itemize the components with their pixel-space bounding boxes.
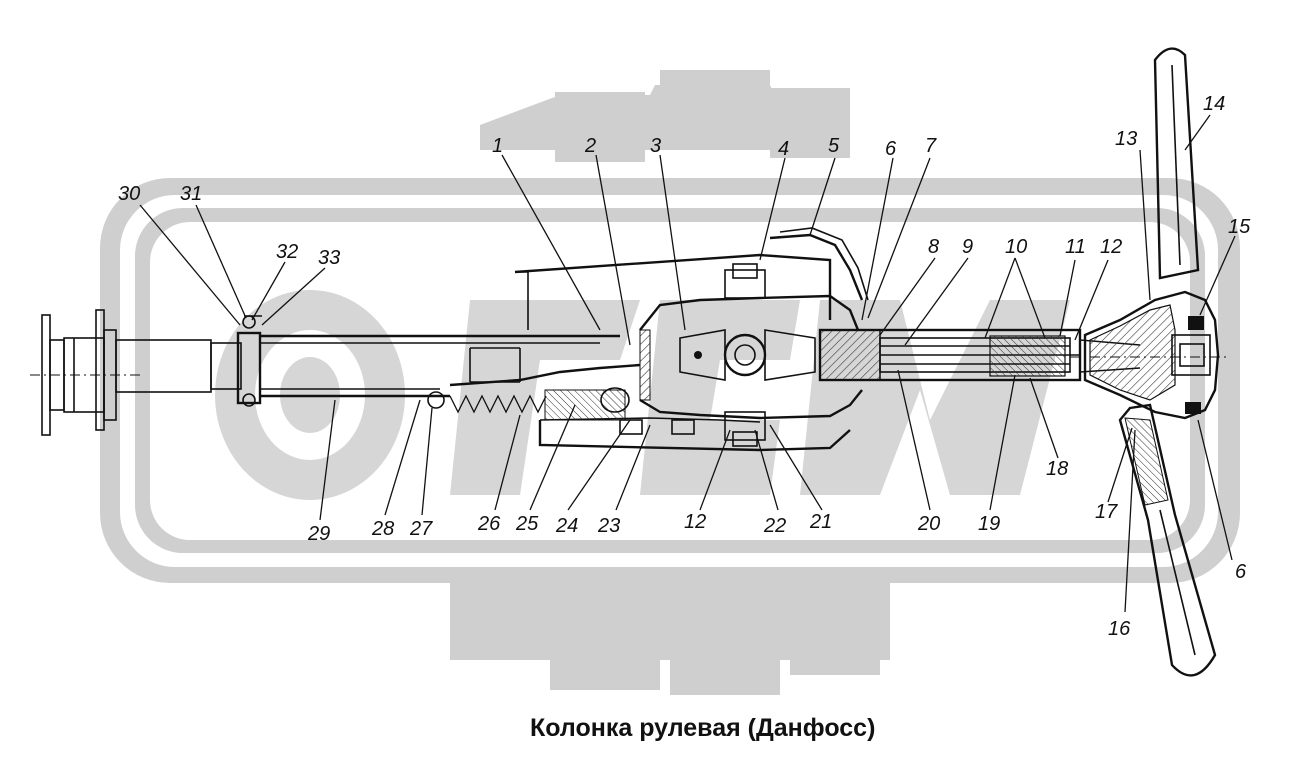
label-part-10: 10: [1005, 236, 1027, 258]
label-part-26: 26: [477, 513, 501, 535]
label-part-20: 20: [917, 513, 940, 535]
label-part-24: 24: [555, 515, 578, 537]
label-part-32: 32: [276, 241, 298, 263]
label-part-4: 4: [778, 138, 789, 160]
label-part-29: 29: [307, 523, 330, 545]
label-part-25: 25: [515, 513, 539, 535]
column-tube: [260, 334, 620, 398]
label-part-6-top: 6: [885, 138, 897, 160]
watermark-logo: [100, 70, 1240, 695]
label-part-19: 19: [978, 513, 1000, 535]
label-part-9: 9: [962, 236, 973, 258]
lower-shaft: [115, 315, 262, 407]
label-part-30: 30: [118, 183, 140, 205]
label-part-12-bottom: 12: [684, 511, 706, 533]
label-part-11: 11: [1065, 236, 1086, 258]
universal-joint-housing: [639, 263, 863, 447]
label-part-5: 5: [828, 135, 840, 157]
label-part-15: 15: [1228, 216, 1251, 238]
upper-shaft: [818, 328, 1141, 382]
label-part-27: 27: [409, 518, 433, 540]
label-part-22: 22: [763, 515, 786, 537]
label-part-1: 1: [492, 135, 503, 157]
label-part-7: 7: [925, 135, 937, 157]
label-part-18: 18: [1046, 458, 1068, 480]
label-part-16: 16: [1108, 618, 1131, 640]
steering-wheel-rim: [1118, 47, 1217, 677]
label-part-17: 17: [1095, 501, 1118, 523]
leader-lines: [139, 114, 1236, 613]
label-part-13: 13: [1115, 128, 1137, 150]
label-part-8: 8: [928, 236, 939, 258]
label-part-6-bottom: 6: [1235, 561, 1247, 583]
steering-wheel-hub: [1070, 290, 1230, 420]
label-part-3: 3: [650, 135, 661, 157]
label-part-28: 28: [371, 518, 394, 540]
label-part-31: 31: [180, 183, 202, 205]
spring-coils: [449, 394, 547, 414]
label-part-14: 14: [1203, 93, 1225, 115]
label-part-23: 23: [597, 515, 620, 537]
part-labels: 1 2 3 4 5 6 7 8 9 10 11 12 13 14 15 16 1…: [118, 93, 1251, 640]
upper-housing: [514, 227, 869, 330]
label-part-2: 2: [584, 135, 596, 157]
label-part-21: 21: [809, 511, 832, 533]
spring-assembly: [427, 363, 851, 452]
diagram-caption: Колонка рулевая (Данфосс): [530, 714, 875, 742]
steering-column-drawing: [30, 47, 1230, 677]
label-part-12-top: 12: [1100, 236, 1122, 258]
label-part-33: 33: [318, 247, 340, 269]
